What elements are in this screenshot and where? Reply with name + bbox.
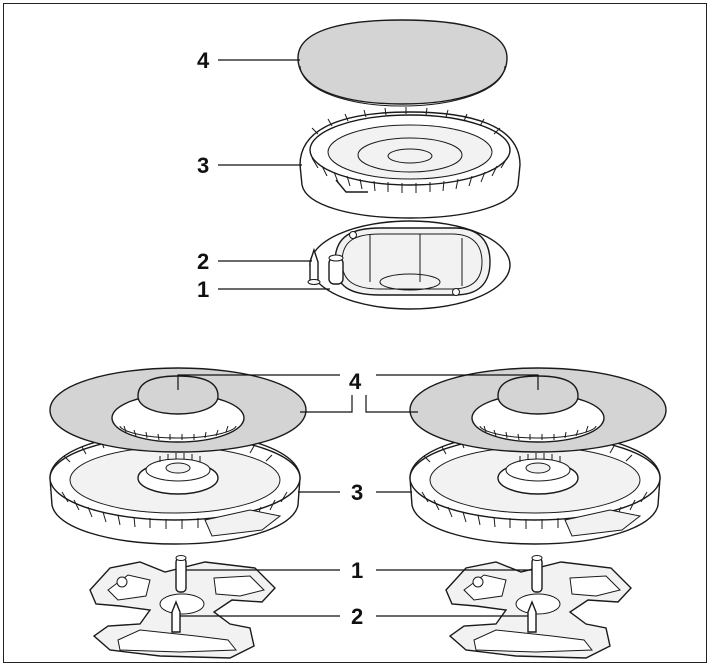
leader-bottom-4-left-ring [300, 395, 353, 413]
top-burner-ring [299, 107, 521, 219]
callout-bottom-ring: 3 [351, 480, 363, 505]
bottom-right-burner-ring [409, 431, 661, 545]
callout-bottom-cap: 4 [349, 369, 362, 394]
top-burner-assembly: 4 3 2 1 [197, 19, 521, 310]
callout-bottom-igniter: 1 [351, 558, 363, 583]
callout-top-cap: 4 [197, 48, 210, 73]
callout-top-probe: 2 [197, 249, 209, 274]
leader-bottom-4-left-cap [177, 374, 340, 390]
bottom-left-burner-base [89, 555, 276, 659]
bottom-right-burner-assembly [409, 367, 667, 659]
top-burner-cap [297, 19, 508, 107]
callout-top-igniter: 1 [197, 277, 209, 302]
diagram-frame [3, 3, 707, 663]
bottom-callouts: 4 3 1 2 [177, 369, 539, 629]
top-burner-base [307, 220, 511, 310]
bottom-left-burner-assembly [49, 367, 307, 659]
bottom-right-burner-base [445, 555, 632, 659]
leader-bottom-4-right-ring [365, 395, 418, 413]
leader-bottom-4-right-cap [376, 374, 539, 390]
bottom-right-burner-cap [409, 367, 667, 453]
bottom-left-burner-ring [49, 431, 301, 545]
top-ring-teeth [311, 107, 508, 193]
callout-bottom-probe: 2 [351, 604, 363, 629]
callout-top-ring: 3 [197, 153, 209, 178]
bottom-left-burner-cap [49, 367, 307, 453]
